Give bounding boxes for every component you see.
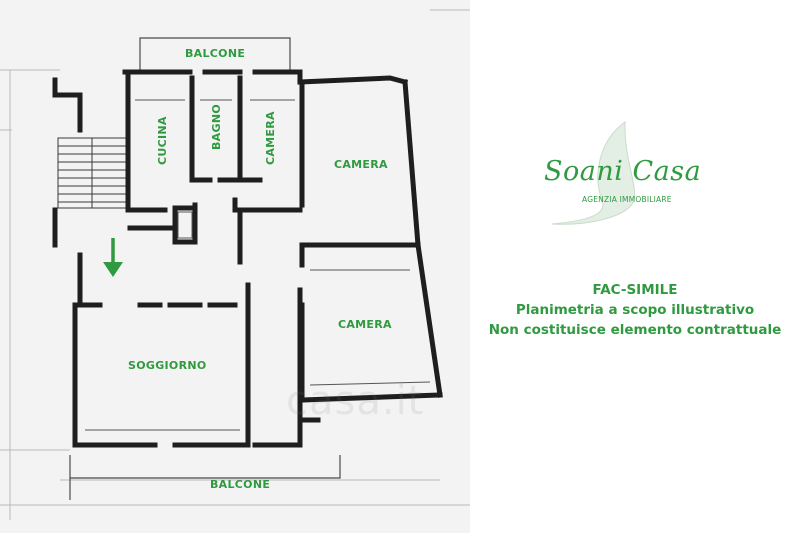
room-label-bagno: BAGNO: [210, 104, 223, 150]
logo-subtitle: AGENZIA IMMOBILIARE: [582, 195, 672, 204]
room-label-balcone-top: BALCONE: [185, 47, 245, 60]
arrow-down-icon: [103, 238, 123, 277]
room-label-camera-right: CAMERA: [338, 318, 392, 331]
agency-logo: Soani Casa AGENZIA IMMOBILIARE: [530, 120, 702, 230]
room-label-cucina: CUCINA: [156, 116, 169, 165]
walls: [52, 69, 443, 448]
room-label-soggiorno: SOGGIORNO: [128, 359, 207, 372]
room-label-camera-top-right: CAMERA: [334, 158, 388, 171]
logo-name: Soani Casa: [544, 156, 702, 187]
disclaimer-line-3: Non costituisce elemento contrattuale: [488, 322, 782, 338]
disclaimer-line-1: FAC-SIMILE: [592, 282, 678, 298]
room-label-balcone-bottom: BALCONE: [210, 478, 270, 491]
disclaimer-line-2: Planimetria a scopo illustrativo: [515, 302, 755, 318]
balcony-outlines: [69, 37, 341, 500]
thin-details: [85, 99, 431, 431]
logo-swoosh-icon: [551, 121, 636, 225]
context-lines: [0, 9, 470, 520]
disclaimer: FAC-SIMILE Planimetria a scopo illustrat…: [470, 280, 800, 340]
watermark-text: casa.it: [286, 378, 425, 424]
room-label-camera-small: CAMERA: [264, 111, 277, 165]
floor-plan: BALCONE CUCINA BAGNO CAMERA CAMERA CAMER…: [0, 0, 470, 533]
